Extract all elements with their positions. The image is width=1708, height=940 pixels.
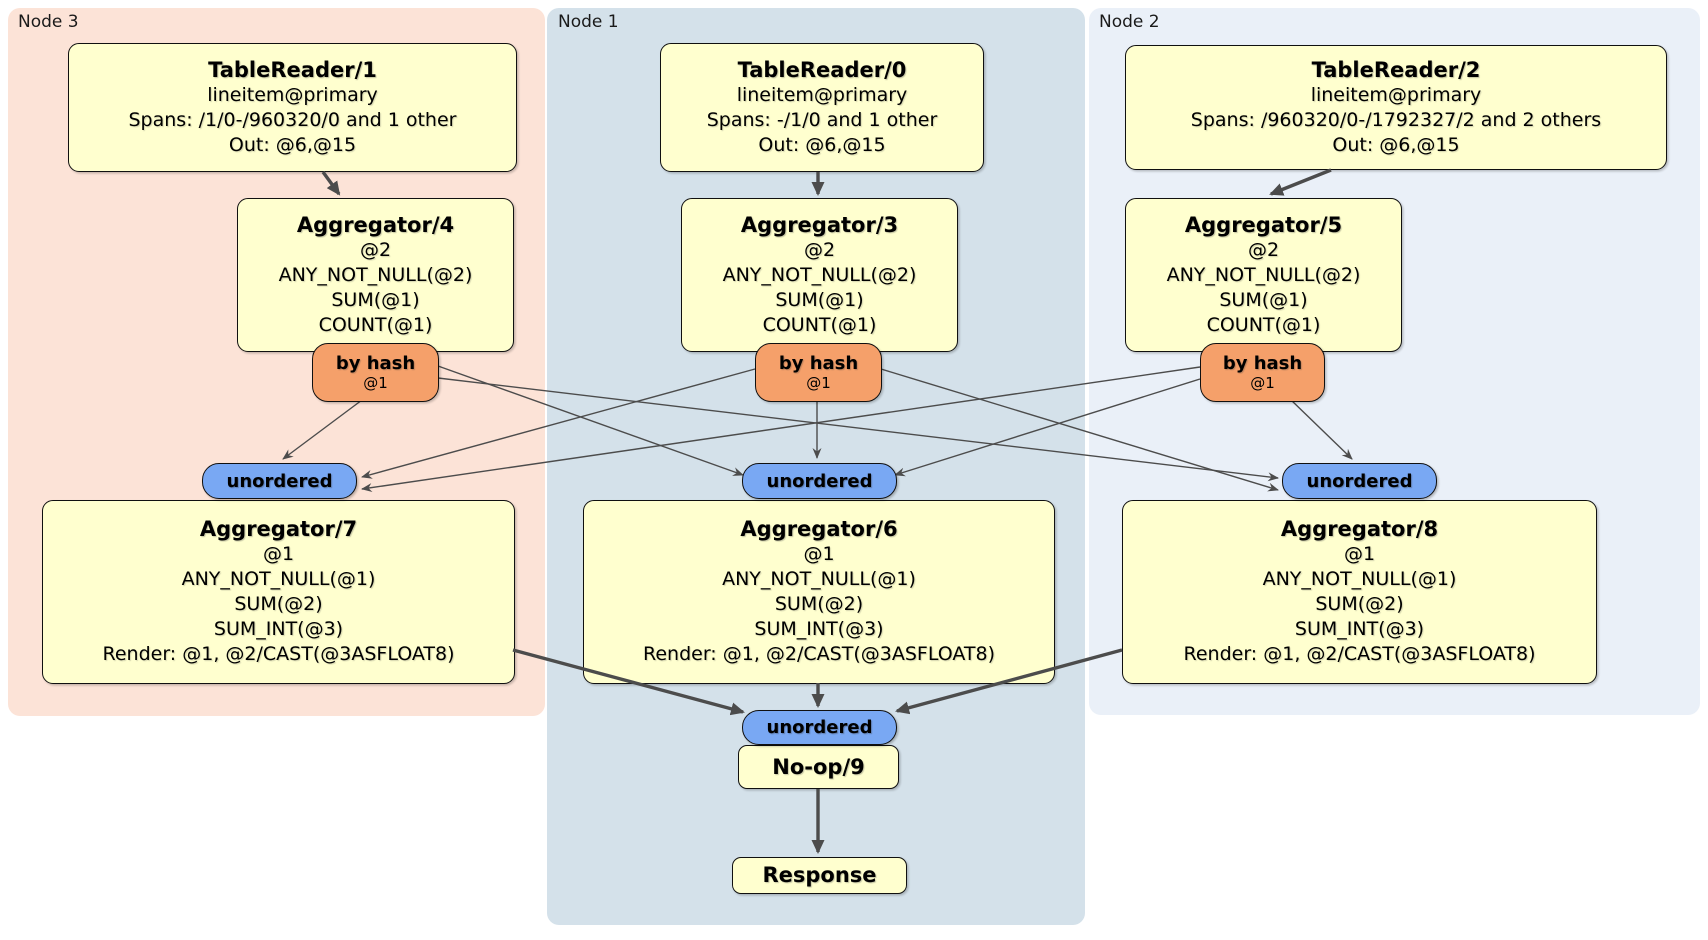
unordered-sync-agg8: unordered: [1282, 463, 1437, 499]
aggregator-7-box: Aggregator/7 @1 ANY_NOT_NULL(@1) SUM(@2)…: [42, 500, 515, 684]
hash-router-agg5: by hash @1: [1200, 343, 1325, 402]
aggregator-8-box: Aggregator/8 @1 ANY_NOT_NULL(@1) SUM(@2)…: [1122, 500, 1597, 684]
node2-label: Node 2: [1099, 12, 1160, 32]
tablereader-2-box: TableReader/2 lineitem@primary Spans: /9…: [1125, 45, 1667, 170]
noop-9-box: No-op/9: [738, 745, 899, 789]
aggregator-6-box: Aggregator/6 @1 ANY_NOT_NULL(@1) SUM(@2)…: [583, 500, 1055, 684]
aggregator-6-title: Aggregator/6: [740, 517, 898, 541]
hash-router-agg3: by hash @1: [755, 343, 882, 402]
aggregator-3-box: Aggregator/3 @2 ANY_NOT_NULL(@2) SUM(@1)…: [681, 198, 958, 352]
hash-router-agg4: by hash @1: [312, 343, 439, 402]
node3-label: Node 3: [18, 12, 79, 32]
aggregator-5-title: Aggregator/5: [1184, 212, 1343, 237]
response-box: Response: [732, 857, 907, 894]
unordered-sync-agg6: unordered: [742, 463, 897, 499]
aggregator-3-title: Aggregator/3: [740, 212, 899, 237]
aggregator-8-title: Aggregator/8: [1280, 517, 1439, 541]
tablereader-1-box: TableReader/1 lineitem@primary Spans: /1…: [68, 43, 517, 172]
aggregator-7-title: Aggregator/7: [199, 517, 358, 541]
noop-9-title: No-op/9: [772, 754, 865, 779]
tablereader-1-title: TableReader/1: [208, 57, 377, 82]
node1-label: Node 1: [558, 12, 619, 32]
tablereader-0-title: TableReader/0: [737, 57, 907, 82]
aggregator-5-box: Aggregator/5 @2 ANY_NOT_NULL(@2) SUM(@1)…: [1125, 198, 1402, 352]
aggregator-4-box: Aggregator/4 @2 ANY_NOT_NULL(@2) SUM(@1)…: [237, 198, 514, 352]
unordered-sync-agg7: unordered: [202, 463, 357, 499]
tablereader-0-box: TableReader/0 lineitem@primary Spans: -/…: [660, 43, 984, 172]
unordered-sync-noop: unordered: [742, 710, 897, 745]
aggregator-4-title: Aggregator/4: [296, 212, 455, 237]
response-title: Response: [762, 863, 877, 887]
tablereader-2-title: TableReader/2: [1311, 57, 1481, 82]
